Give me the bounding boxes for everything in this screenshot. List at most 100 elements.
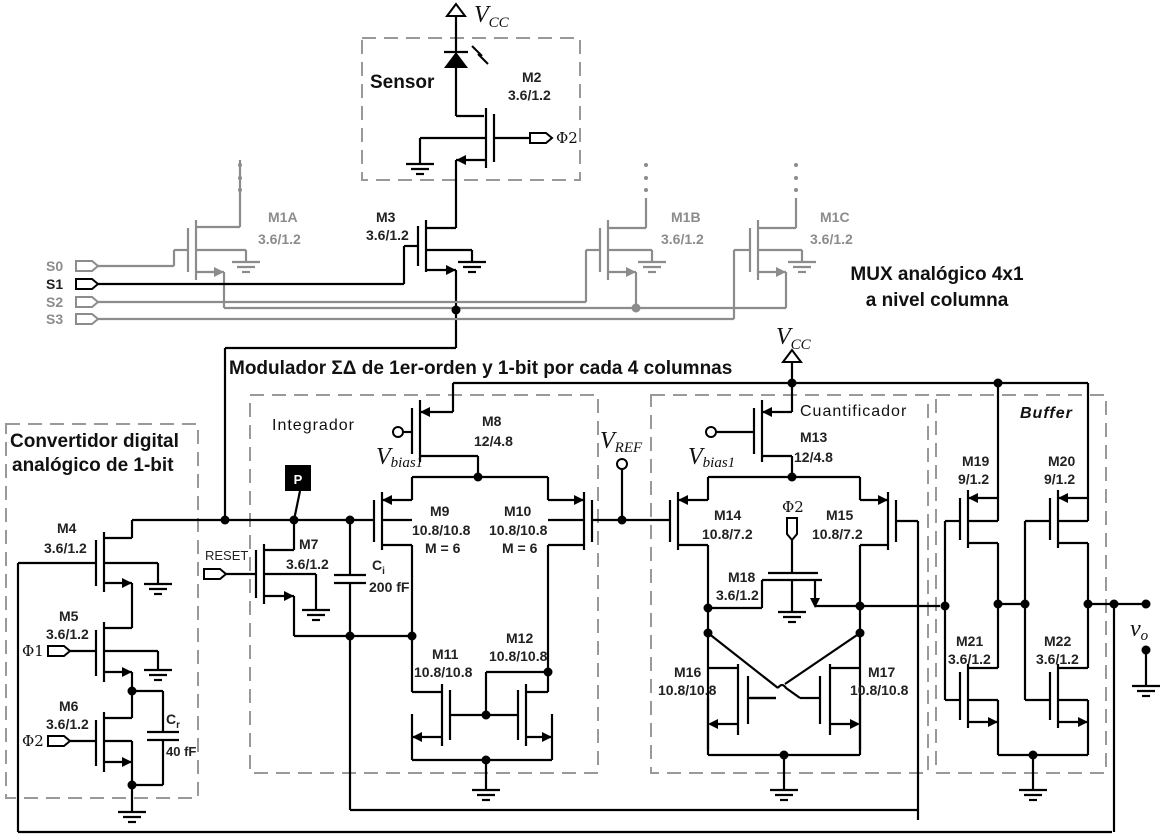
buffer-block-outline [935,394,1107,774]
mux-title-line1: MUX analógico 4x1 [850,264,1024,285]
svg-text:10.8/7.2: 10.8/7.2 [702,526,753,542]
svg-text:M10: M10 [504,503,531,519]
transistor-m21 [945,664,1000,755]
transistor-m9 [372,477,414,636]
transistor-m19 [945,490,1000,668]
s1-label: S1 [46,276,63,292]
label-ci: Ci 200 fF [369,557,410,595]
svg-text:3.6/1.2: 3.6/1.2 [258,231,301,247]
svg-text:3.6/1.2: 3.6/1.2 [46,716,89,732]
svg-text:3.6/1.2: 3.6/1.2 [661,231,704,247]
select-line-s1 [75,278,404,290]
svg-text:M17: M17 [868,664,895,680]
svg-text:M3: M3 [376,209,396,225]
svg-text:10.8/10.8: 10.8/10.8 [489,522,548,538]
svg-text:M = 6: M = 6 [425,540,461,556]
dac-title-line1: Convertidor digital [10,431,179,452]
transistor-m11 [410,636,486,760]
transistor-m22 [1025,664,1090,755]
svg-text:M9: M9 [430,503,450,519]
transistor-m4 [18,520,174,628]
vbias-integrator-label: Vbias1 [376,444,423,471]
svg-text:M13: M13 [800,429,827,445]
select-line-s3 [75,313,734,325]
svg-text:M1A: M1A [268,209,298,225]
svg-text:M11: M11 [432,646,459,662]
label-m12: M12 10.8/10.8 [489,630,548,664]
transistor-m1c [732,198,818,319]
svg-text:M18: M18 [728,569,755,585]
label-m5: M5 3.6/1.2 [46,608,89,642]
transistor-m8 [392,383,480,477]
svg-text:10.8/10.8: 10.8/10.8 [850,682,909,698]
transistor-m1b [584,198,668,308]
transistor-m10 [546,477,594,672]
vo-label: vo [1130,616,1149,644]
svg-text:M14: M14 [714,507,741,523]
select-line-s0 [75,260,174,272]
svg-text:3.6/1.2: 3.6/1.2 [46,626,89,642]
label-m7: M73.6/1.2 [286,536,329,572]
vertical-ellipsis-m1b [644,163,648,192]
svg-text:Cr: Cr [166,711,180,731]
phi2-dac-label: Φ2 [22,732,44,750]
capacitor-cr [132,689,179,787]
svg-text:M15: M15 [826,507,853,523]
svg-text:3.6/1.2: 3.6/1.2 [948,651,991,667]
transistor-m18 [708,517,860,624]
svg-text:M20: M20 [1048,453,1075,469]
phi2-sensor-label: Φ2 [556,129,578,147]
modulator-title: Modulador ΣΔ de 1er-orden y 1-bit por ca… [229,358,732,379]
label-m4: M43.6/1.2 [44,520,87,556]
svg-text:M5: M5 [59,608,79,624]
label-m3: M3 3.6/1.2 [366,209,409,243]
transistor-m13 [705,383,794,477]
sensor-title: Sensor [370,72,435,93]
svg-text:M19: M19 [962,453,989,469]
vbias-quantizer-label: Vbias1 [688,444,735,471]
label-m1a: M1A 3.6/1.2 [258,209,301,247]
quantizer-title: Cuantificador [800,403,907,420]
label-m14: M14 10.8/7.2 [702,507,753,542]
svg-text:12/4.8: 12/4.8 [474,433,513,449]
label-m10: M10 10.8/10.8 M = 6 [489,503,548,556]
label-cr: Cr 40 fF [166,711,196,759]
transistor-m6 [47,712,134,812]
svg-text:40 fF: 40 fF [166,744,196,759]
transistor-m3 [402,210,488,348]
label-m17: M17 10.8/10.8 [850,664,909,698]
svg-text:Ci: Ci [372,557,385,577]
transistor-m12 [486,672,554,760]
svg-text:3.6/1.2: 3.6/1.2 [810,231,853,247]
svg-text:12/4.8: 12/4.8 [794,449,833,465]
svg-text:3.6/1.2: 3.6/1.2 [366,227,409,243]
node-p-label: P [294,472,303,487]
integrator-block-outline [249,394,599,774]
phi2-quantizer-label: Φ2 [782,498,804,516]
vertical-ellipsis-m1c [794,163,798,192]
transistor-m16 [706,664,776,755]
transistor-m1a [172,160,262,308]
label-m11: M11 10.8/10.8 [414,646,473,680]
svg-text:M12: M12 [506,630,533,646]
dac-title-line2: analógico de 1-bit [12,455,174,476]
svg-text:M8: M8 [482,413,502,429]
transistor-m17 [800,664,862,755]
svg-text:M = 6: M = 6 [502,540,538,556]
select-line-s2 [75,296,586,308]
svg-text:3.6/1.2: 3.6/1.2 [508,87,551,103]
photodiode-icon [444,45,489,68]
transistor-m15 [858,477,920,820]
svg-text:3.6/1.2: 3.6/1.2 [1036,651,1079,667]
svg-text:10.8/10.8: 10.8/10.8 [489,648,548,664]
svg-text:10.8/10.8: 10.8/10.8 [414,664,473,680]
